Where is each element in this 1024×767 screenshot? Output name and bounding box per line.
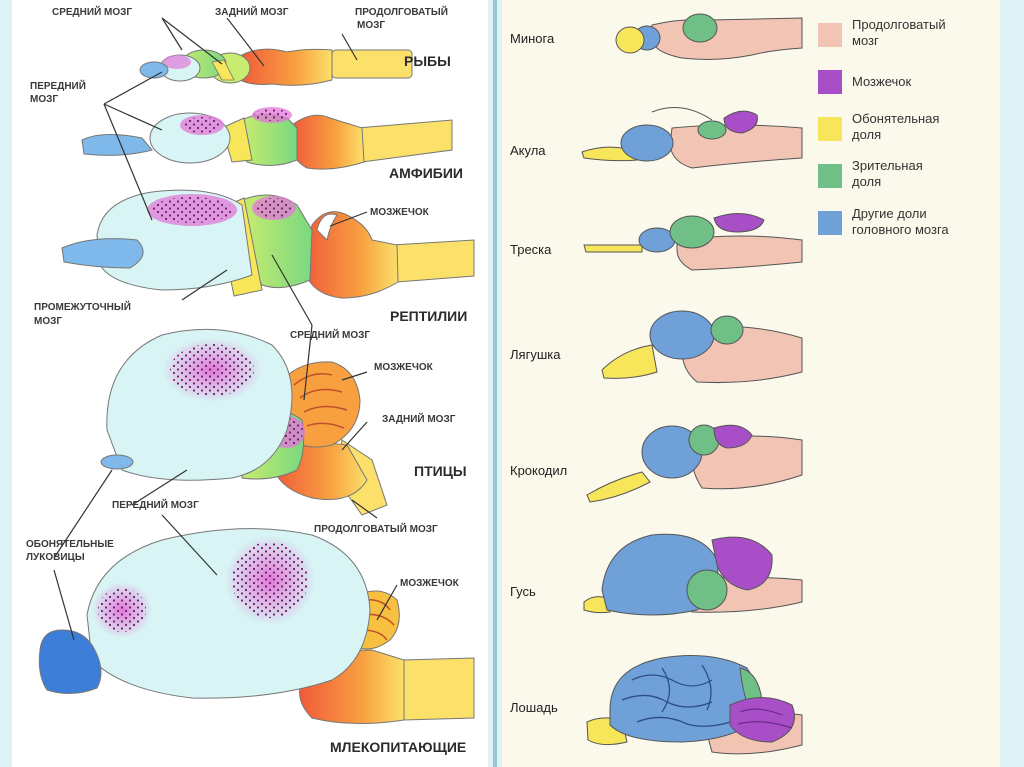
- class-reptiles: РЕПТИЛИИ: [390, 308, 468, 324]
- vertebrate-brains-illustration: [38, 17, 475, 725]
- label-midbrain-birds: СРЕДНИЙ МОЗГ: [290, 330, 371, 341]
- shark-brain: [581, 107, 803, 169]
- legend-swatch-optic: [818, 164, 842, 188]
- label-cerebellum-birds: МОЗЖЕЧОК: [374, 362, 433, 373]
- brain-regions-comparison-panel: Минога Акула Треска Лягушка Крокодил Гус…: [502, 0, 1000, 767]
- label-forebrain-line2: МОЗГ: [30, 94, 59, 105]
- species-label-lamprey: Минога: [510, 31, 555, 46]
- label-medulla-fish-line1: ПРОДОЛГОВАТЫЙ: [355, 7, 448, 18]
- fish-brain: [139, 48, 413, 86]
- species-label-cod: Треска: [510, 242, 552, 257]
- crocodile-brain: [586, 424, 803, 503]
- label-diencephalon-line1: ПРОМЕЖУТОЧНЫЙ: [34, 302, 131, 313]
- class-amphibians: АМФИБИИ: [389, 165, 463, 181]
- label-olfactory-line1: ОБОНЯТЕЛЬНЫЕ: [26, 539, 114, 550]
- label-forebrain-birds: ПЕРЕДНИЙ МОЗГ: [112, 500, 199, 511]
- amphibian-brain: [81, 107, 453, 170]
- cod-brain: [583, 213, 803, 271]
- pointer-lines: [53, 17, 398, 641]
- species-label-shark: Акула: [510, 143, 546, 158]
- reptile-brain: [61, 189, 475, 299]
- legend-label-cerebellum: Мозжечок: [852, 74, 912, 89]
- class-birds: ПТИЦЫ: [414, 463, 467, 479]
- frog-brain: [601, 310, 803, 384]
- species-brains-illustration: [581, 13, 803, 755]
- goose-brain: [583, 533, 803, 616]
- label-forebrain-line1: ПЕРЕДНИЙ: [30, 81, 86, 92]
- panel-divider: [493, 0, 497, 767]
- legend-swatch-cerebellum: [818, 70, 842, 94]
- label-medulla-birds: ПРОДОЛГОВАТЫЙ МОЗГ: [314, 524, 438, 535]
- label-hindbrain-fish: ЗАДНИЙ МОЗГ: [215, 7, 289, 18]
- label-cerebellum-reptile: МОЗЖЕЧОК: [370, 207, 429, 218]
- label-midbrain-fish: СРЕДНИЙ МОЗГ: [52, 7, 133, 18]
- legend-swatch-other: [818, 211, 842, 235]
- horse-brain: [586, 655, 803, 755]
- legend-swatch-medulla: [818, 23, 842, 47]
- bird-brain: [100, 328, 388, 516]
- label-medulla-fish-line2: МОЗГ: [357, 20, 386, 31]
- class-fish: РЫБЫ: [404, 53, 451, 69]
- legend-swatch-olfactory: [818, 117, 842, 141]
- species-label-crocodile: Крокодил: [510, 463, 568, 478]
- vertebrate-brain-evolution-panel: СРЕДНИЙ МОЗГ ЗАДНИЙ МОЗГ ПРОДОЛГОВАТЫЙ М…: [12, 0, 488, 767]
- label-diencephalon-line2: МОЗГ: [34, 316, 63, 327]
- label-olfactory-line2: ЛУКОВИЦЫ: [26, 552, 85, 563]
- species-label-horse: Лошадь: [510, 700, 558, 715]
- species-label-goose: Гусь: [510, 584, 536, 599]
- mammal-brain: [38, 528, 475, 725]
- species-label-frog: Лягушка: [510, 347, 561, 362]
- label-cerebellum-mammals: МОЗЖЕЧОК: [400, 578, 459, 589]
- class-mammals: МЛЕКОПИТАЮЩИЕ: [330, 739, 467, 755]
- label-hindbrain-birds: ЗАДНИЙ МОЗГ: [382, 414, 456, 425]
- lamprey-brain: [615, 13, 803, 60]
